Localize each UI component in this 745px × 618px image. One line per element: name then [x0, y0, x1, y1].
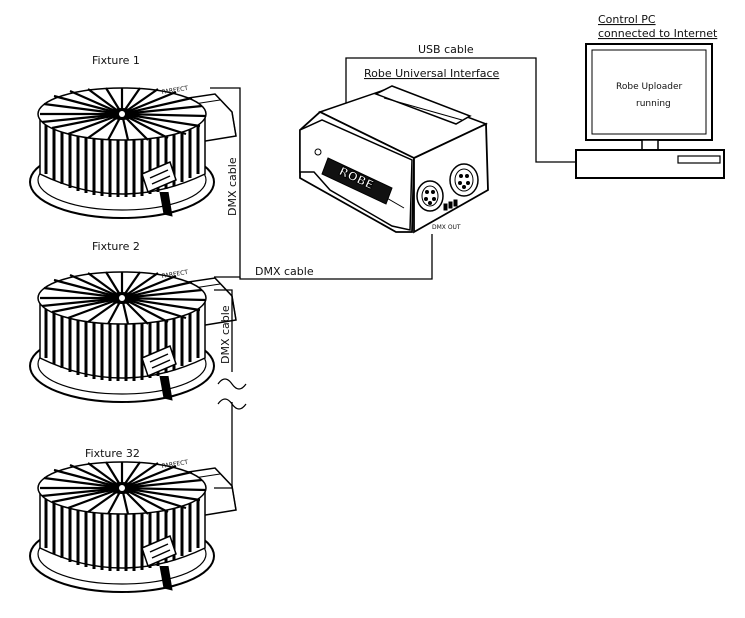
usb-cable-line [345, 57, 576, 163]
dmx-cable-lines [210, 87, 433, 489]
fixture-2-label: Fixture 2 [92, 240, 140, 253]
screen-text-line1: Robe Uploader [616, 82, 683, 92]
dmx-cable-label-1: DMX cable [226, 157, 239, 216]
control-pc-drawing [575, 43, 725, 179]
fixture-32-drawing: PARFECT [28, 459, 238, 594]
dmx-cable-label-2: DMX cable [255, 265, 314, 278]
fixture-brand-text: PARFECT [161, 85, 189, 96]
dmx-cable-label-3: DMX cable [219, 305, 232, 364]
fixture-2-drawing: PARFECT [28, 269, 238, 404]
screen-text-line2: running [636, 99, 671, 109]
dmx-out-label: DMX OUT [432, 224, 461, 231]
fixture-brand-text: PARFECT [161, 459, 189, 470]
fixture-1-drawing: PARFECT [28, 85, 238, 220]
control-pc-label-line2: connected to Internet [598, 27, 718, 40]
cable-break-marks [217, 378, 247, 410]
control-pc-label-line1: Control PC [598, 13, 656, 26]
fixture-1-label: Fixture 1 [92, 54, 140, 67]
robe-universal-interface-device: ROBE [299, 85, 489, 234]
interface-label: Robe Universal Interface [364, 67, 500, 80]
usb-cable-label: USB cable [418, 43, 474, 56]
fixture-brand-text: PARFECT [161, 269, 189, 280]
fixture-32-label: Fixture 32 [85, 447, 140, 460]
